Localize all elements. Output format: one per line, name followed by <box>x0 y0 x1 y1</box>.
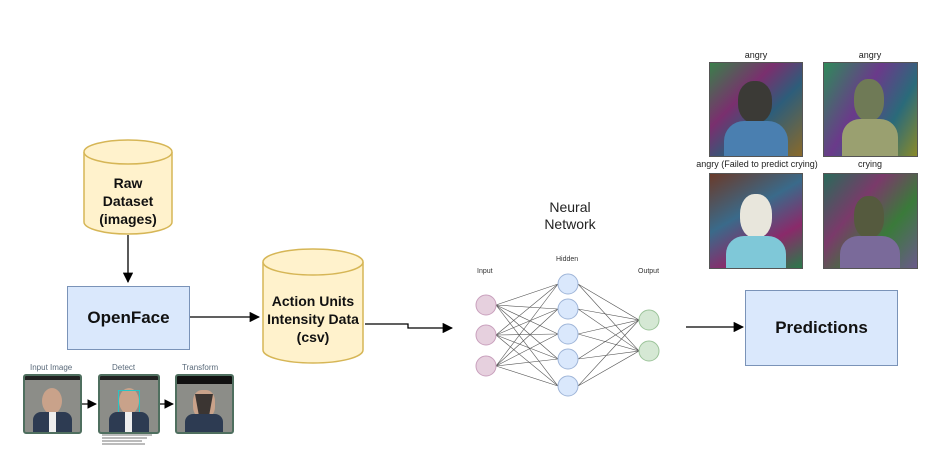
nn-link <box>495 358 559 367</box>
prediction-image-2 <box>823 62 918 157</box>
nn-link <box>495 333 559 367</box>
nn-input-node <box>475 294 497 316</box>
pipeline-input-image <box>23 374 82 434</box>
nn-hidden-node <box>557 375 579 397</box>
raw-dataset-cylinder <box>83 139 173 235</box>
pipeline-step-detect-label: Detect <box>112 363 136 372</box>
nn-nodes <box>475 273 660 397</box>
pipeline-step-transform-label: Transform <box>182 363 219 372</box>
pipeline-transform-image <box>175 374 234 434</box>
raw-dataset-line-2: Dataset <box>102 193 154 209</box>
pipeline-fine-print <box>102 433 152 446</box>
nn-hidden-node <box>557 323 579 345</box>
pipeline-detect-image <box>98 374 160 434</box>
nn-link <box>495 365 559 387</box>
action-units-cylinder <box>262 248 364 364</box>
nn-link <box>495 304 559 360</box>
nn-link <box>577 350 640 360</box>
nn-link <box>577 333 640 352</box>
raw-dataset-label: Raw Dataset (images) <box>84 174 172 228</box>
predictions-box: Predictions <box>745 290 898 366</box>
prediction-caption-2: angry <box>858 50 882 60</box>
nn-output-node <box>638 340 660 362</box>
nn-hidden-node <box>557 348 579 370</box>
prediction-caption-3: angry (Failed to predict crying) <box>696 159 818 169</box>
action-units-label: Action Units Intensity Data (csv) <box>258 292 368 346</box>
prediction-caption-1: angry <box>744 50 768 60</box>
nn-input-node <box>475 355 497 377</box>
prediction-caption-4: crying <box>857 159 882 169</box>
arrow-au-to-nn <box>365 322 454 334</box>
prediction-image-3 <box>709 173 803 269</box>
nn-hidden-label: Hidden <box>556 256 579 263</box>
prediction-image-1 <box>709 62 803 157</box>
action-units-line-3: (csv) <box>296 329 330 345</box>
predictions-label: Predictions <box>775 318 868 337</box>
nn-link <box>495 304 559 387</box>
nn-title-line-2: Network <box>544 216 596 232</box>
nn-output-label: Output <box>638 268 660 275</box>
raw-dataset-line-3: (images) <box>99 211 157 227</box>
prediction-image-4 <box>823 173 918 269</box>
nn-link <box>495 304 559 310</box>
nn-link <box>577 283 640 321</box>
nn-title: Neural Network <box>520 199 620 233</box>
nn-link <box>495 283 559 306</box>
nn-hidden-node <box>557 298 579 320</box>
nn-input-label: Input <box>477 268 493 275</box>
action-units-line-1: Action Units <box>271 293 355 309</box>
nn-link <box>577 308 640 352</box>
action-units-line-2: Intensity Data <box>267 311 359 327</box>
pipeline-step-input-label: Input Image <box>30 363 73 372</box>
nn-connections <box>495 283 640 387</box>
nn-link <box>495 308 559 367</box>
openface-label: OpenFace <box>87 308 170 327</box>
nn-link <box>495 304 559 335</box>
nn-link <box>577 308 640 321</box>
nn-link <box>495 308 559 336</box>
nn-link <box>495 283 559 336</box>
nn-title-line-1: Neural <box>549 199 591 215</box>
nn-link <box>577 319 640 335</box>
nn-link <box>495 333 559 336</box>
raw-dataset-line-1: Raw <box>113 175 143 191</box>
nn-output-node <box>638 309 660 331</box>
nn-link <box>495 283 559 367</box>
nn-input-node <box>475 324 497 346</box>
openface-box: OpenFace <box>67 286 190 350</box>
nn-link <box>577 319 640 360</box>
nn-hidden-node <box>557 273 579 295</box>
nn-link <box>495 334 559 387</box>
nn-link <box>577 283 640 352</box>
nn-link <box>577 319 640 387</box>
nn-link <box>495 334 559 360</box>
nn-link <box>577 350 640 387</box>
